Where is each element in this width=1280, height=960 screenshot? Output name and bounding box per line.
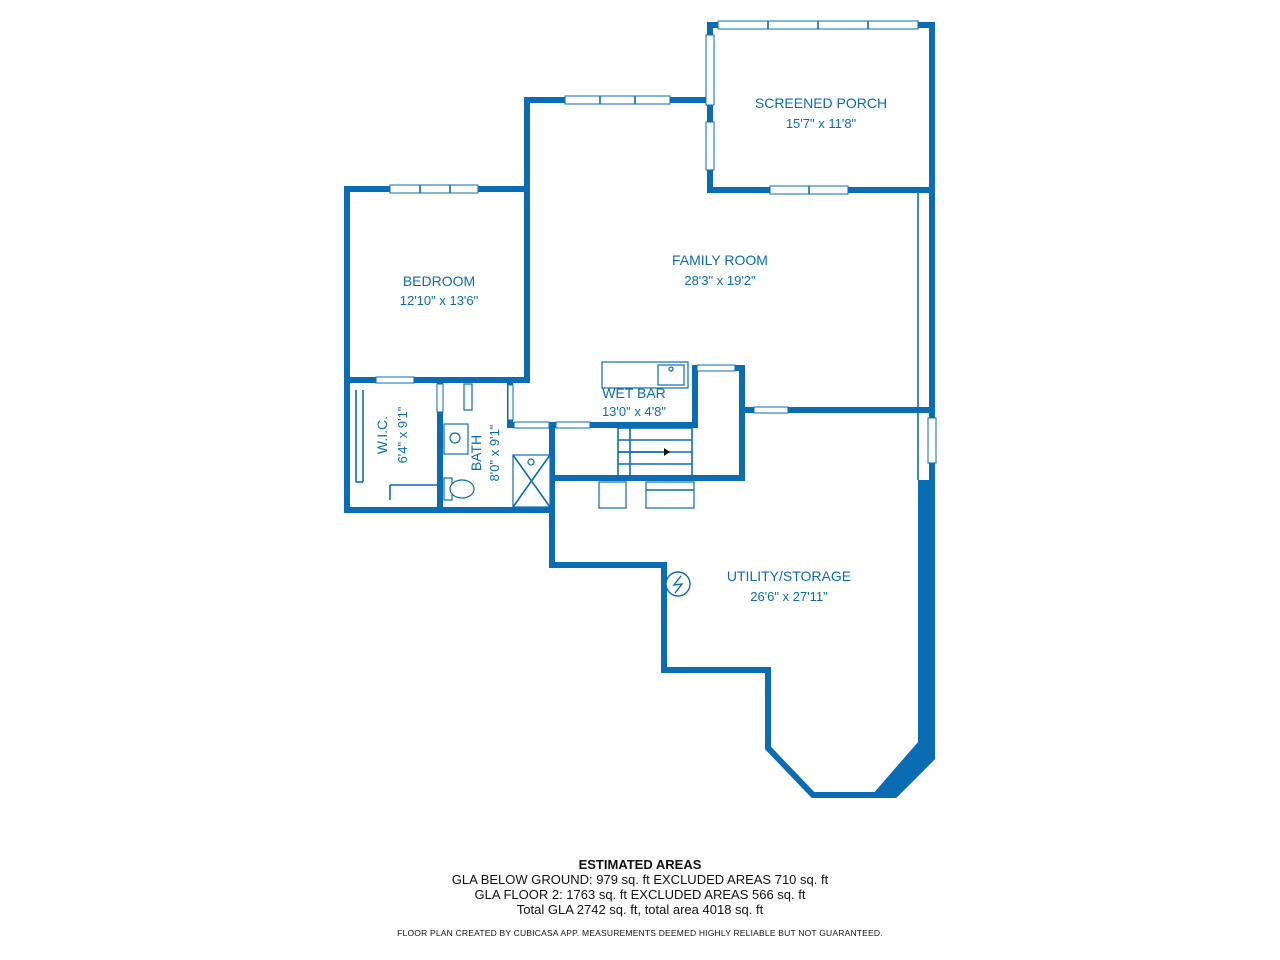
room-name-utility: UTILITY/STORAGE <box>727 568 851 584</box>
exterior-walls <box>344 22 935 798</box>
area-line-below-ground: GLA BELOW GROUND: 979 sq. ft EXCLUDED AR… <box>451 872 829 887</box>
area-line-floor-2: GLA FLOOR 2: 1763 sq. ft EXCLUDED AREAS … <box>474 887 806 902</box>
room-name-wic: W.I.C. <box>374 416 390 454</box>
wet-bar-sink <box>657 364 685 386</box>
room-dims-screened-porch: 15'7" x 11'8" <box>786 116 857 131</box>
area-line-total: Total GLA 2742 sq. ft, total area 4018 s… <box>516 902 764 917</box>
bath-sink <box>443 423 469 455</box>
utility-unit-2 <box>645 481 695 509</box>
room-dims-bedroom: 12'10" x 13'6" <box>400 293 479 308</box>
room-dims-bath: 8'0" x 9'1" <box>487 424 502 481</box>
windows <box>389 20 937 464</box>
room-dims-wic: 6'4" x 9'1" <box>395 406 410 463</box>
disclaimer: FLOOR PLAN CREATED BY CUBICASA APP. MEAS… <box>397 928 883 938</box>
room-labels: SCREENED PORCH 15'7" x 11'8" FAMILY ROOM… <box>374 95 887 604</box>
arrow-right-icon <box>664 448 670 456</box>
room-dims-family-room: 28'3" x 19'2" <box>684 273 756 288</box>
electric-meter-icon <box>665 571 691 597</box>
room-name-bath: BATH <box>468 435 484 471</box>
estimated-areas-title: ESTIMATED AREAS <box>578 857 702 872</box>
room-dims-wet-bar: 13'0" x 4'8" <box>602 404 666 419</box>
interior-details <box>355 193 919 597</box>
toilet-bowl <box>449 479 475 499</box>
stairs <box>617 427 693 477</box>
room-dims-utility: 26'6" x 27'11" <box>750 589 828 604</box>
room-name-wet-bar: WET BAR <box>602 385 666 401</box>
room-name-family-room: FAMILY ROOM <box>672 252 768 268</box>
room-name-bedroom: BEDROOM <box>403 273 475 289</box>
room-name-screened-porch: SCREENED PORCH <box>755 95 887 111</box>
utility-unit-1 <box>598 481 627 509</box>
